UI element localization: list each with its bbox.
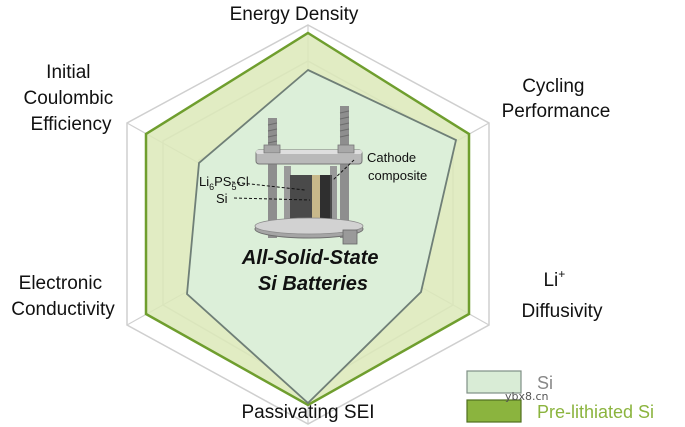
label-electrolyte: Li6PS5Cl: [199, 174, 249, 192]
battery-cell-illustration: [231, 106, 364, 245]
axis-label-energy-density: Energy Density: [230, 4, 359, 25]
legend: Si Pre-lithiated Si: [466, 370, 654, 423]
legend-swatch-pre-lithiated-si: [466, 399, 522, 423]
legend-swatch-si: [466, 370, 522, 394]
center-title: All-Solid-State Si Batteries: [241, 247, 384, 295]
legend-label-si: Si: [537, 373, 553, 393]
axis-label-electronic-conductivity: Electronic Conductivity: [11, 273, 115, 320]
watermark: ybx8.cn: [505, 390, 549, 403]
axis-label-initial-coulombic-efficiency: Initial Coulombic Efficiency: [23, 62, 118, 135]
axis-label-passivating-sei: Passivating SEI: [241, 402, 374, 423]
axis-label-li-diffusivity: Li+ Diffusivity: [522, 262, 603, 322]
legend-label-pre-lithiated-si: Pre-lithiated Si: [537, 402, 654, 422]
label-si-anode: Si: [216, 191, 228, 206]
label-cathode-composite: Cathode composite: [367, 150, 427, 183]
axis-label-cycling-performance: Cycling Performance: [502, 76, 611, 122]
